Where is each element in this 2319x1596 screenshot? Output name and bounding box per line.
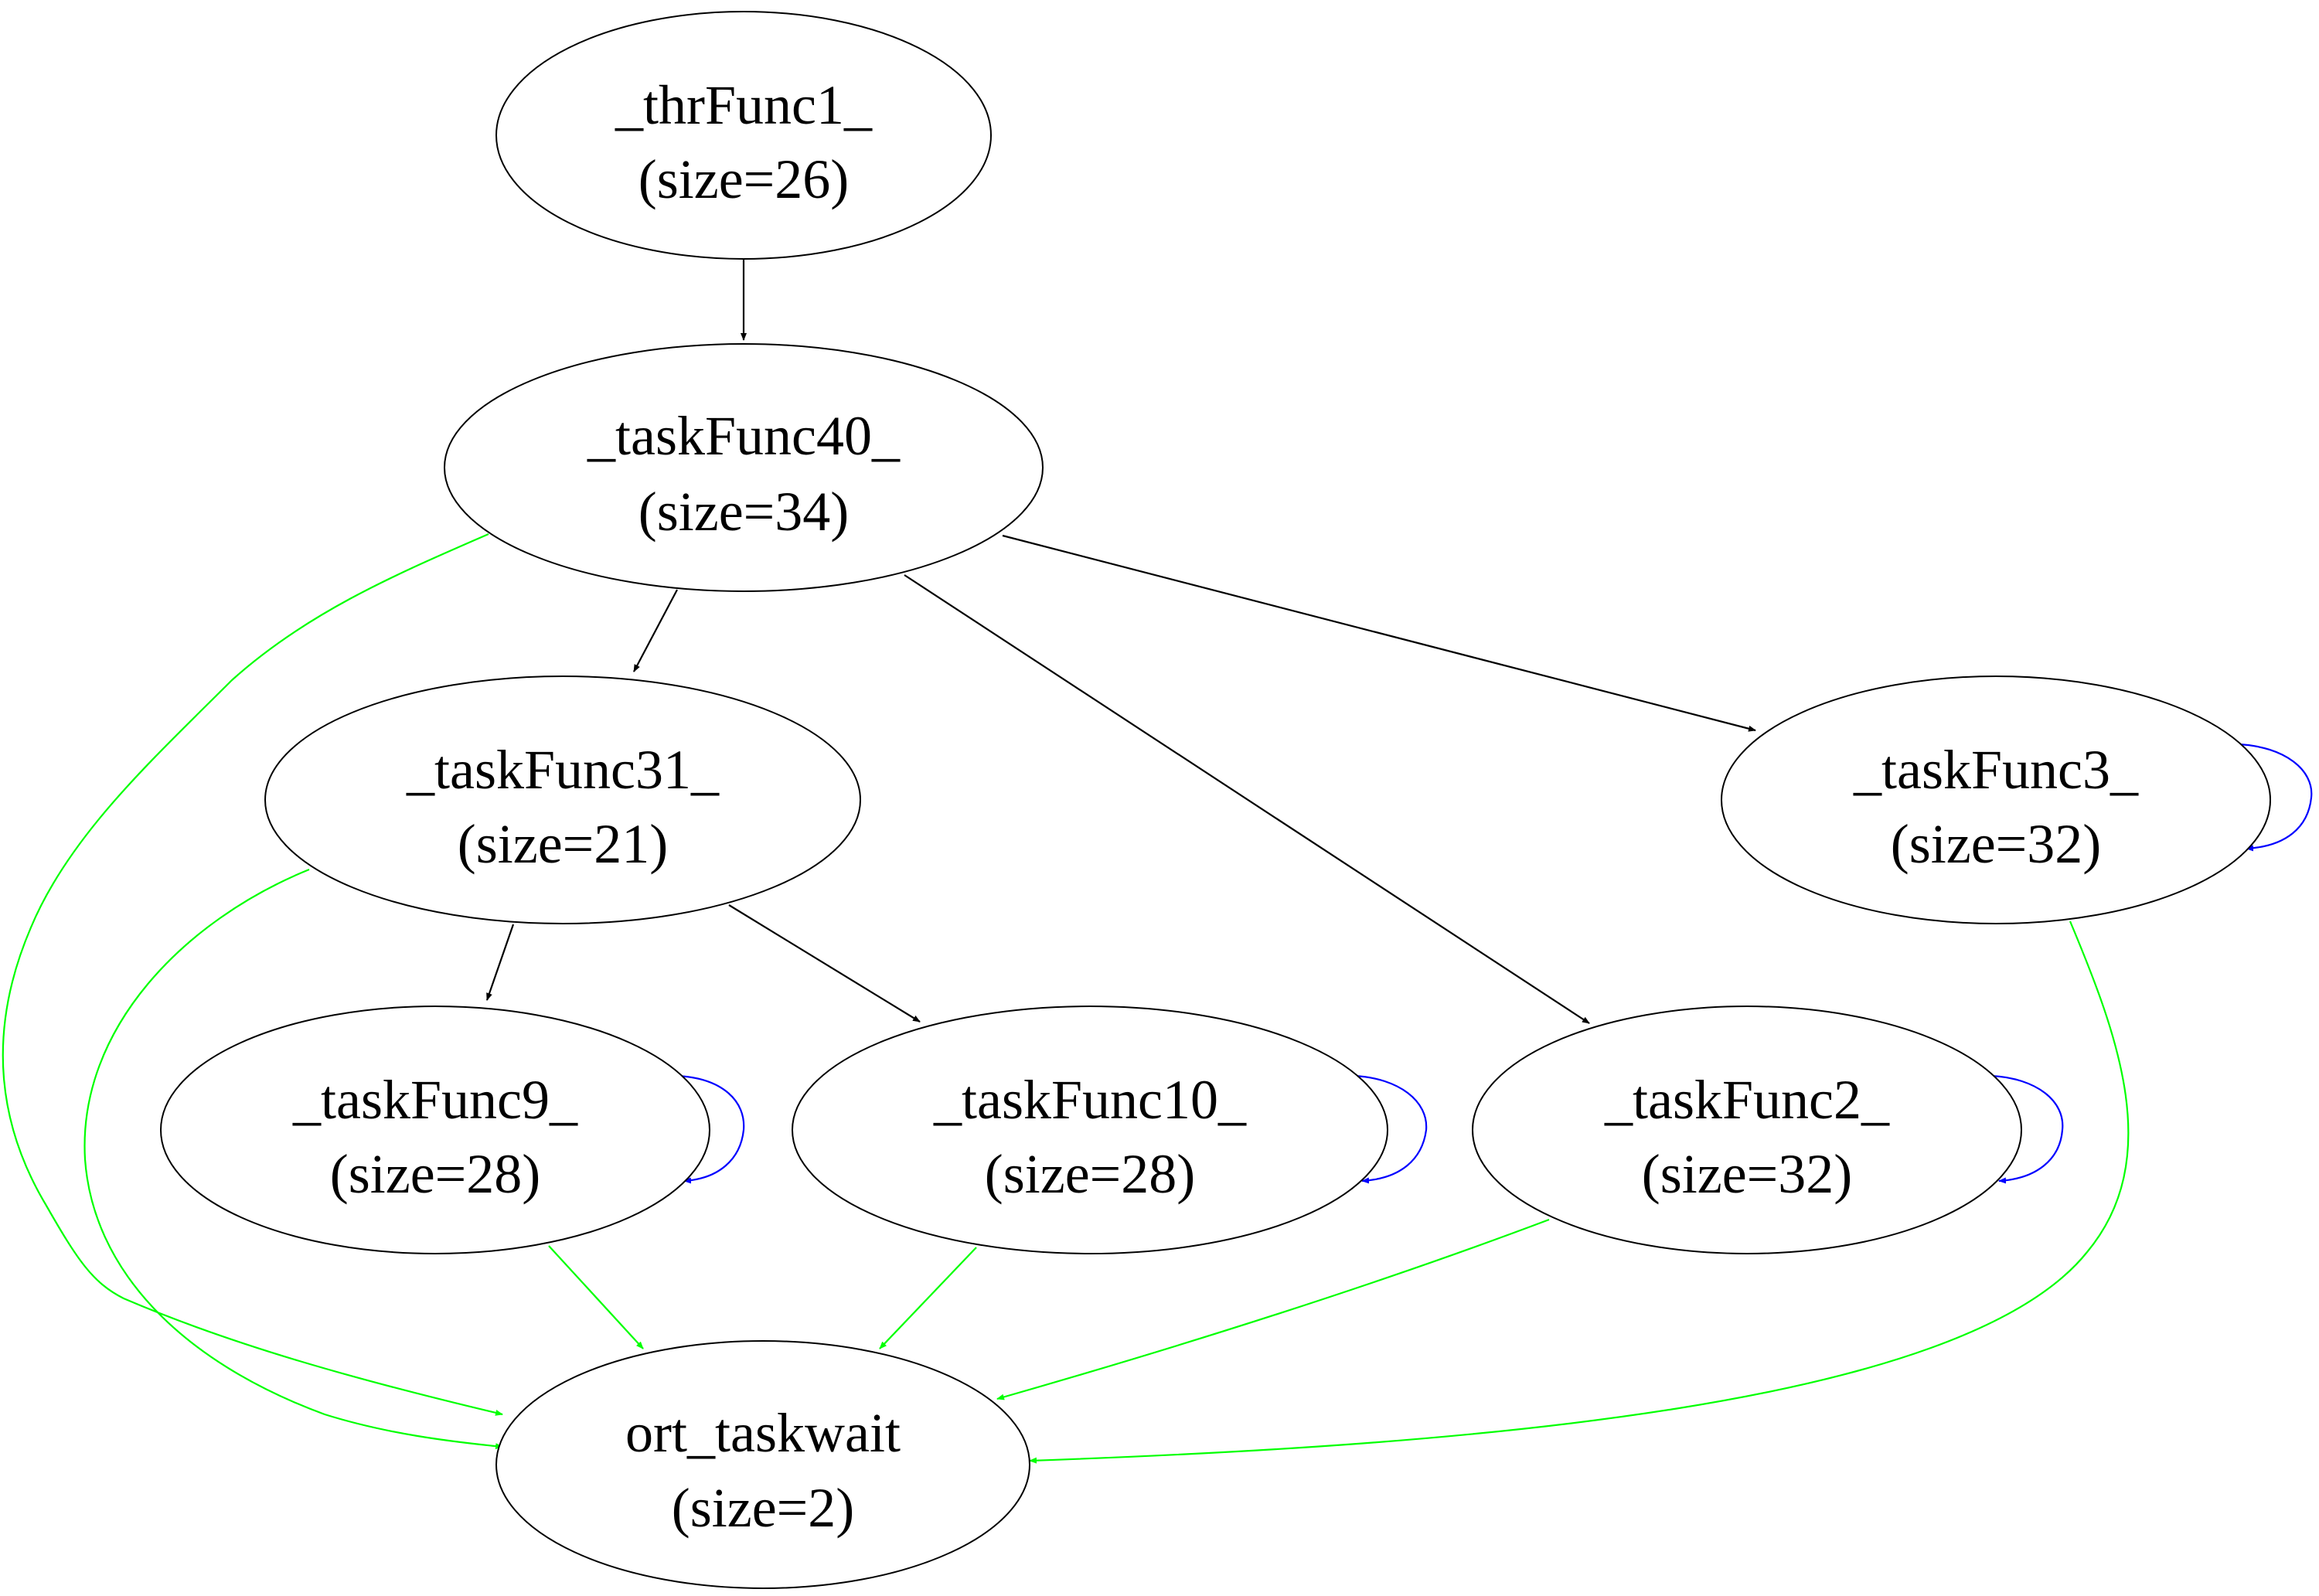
edge-taskFunc31-to-ort_taskwait (83, 868, 503, 1450)
node-thrFunc1: _thrFunc1_ (size=26) (495, 11, 992, 260)
node-size: (size=26) (638, 148, 850, 210)
edge-taskFunc31-to-taskFunc9 (485, 924, 515, 1001)
node-ort_taskwait: ort_taskwait (size=2) (495, 1340, 1030, 1589)
edge-taskFunc40-to-ort_taskwait (2, 533, 503, 1416)
node-shape (444, 343, 1044, 592)
node-name: _taskFunc2_ (1604, 1069, 1890, 1131)
node-shape (160, 1006, 710, 1254)
node-shape (1472, 1006, 2022, 1254)
node-taskFunc9: _taskFunc9_ (size=28) (160, 1006, 710, 1254)
node-taskFunc40: _taskFunc40_ (size=34) (444, 343, 1044, 592)
node-size: (size=32) (1642, 1143, 1853, 1205)
node-size: (size=34) (638, 481, 850, 543)
node-size: (size=21) (458, 813, 669, 875)
edge-taskFunc40-to-taskFunc31 (633, 589, 678, 672)
node-shape (495, 1340, 1030, 1589)
edge-taskFunc31-to-taskFunc10 (728, 904, 921, 1023)
node-size: (size=28) (985, 1143, 1196, 1205)
edge-taskFunc10-to-ort_taskwait (879, 1247, 977, 1349)
node-size: (size=2) (672, 1477, 855, 1539)
node-taskFunc31: _taskFunc31_ (size=21) (264, 675, 861, 924)
self-loop-taskFunc3 (2238, 743, 2313, 852)
node-name: _taskFunc3_ (1853, 739, 2139, 801)
node-shape (495, 11, 992, 260)
node-size: (size=32) (1891, 813, 2102, 875)
node-size: (size=28) (330, 1143, 541, 1205)
node-taskFunc2: _taskFunc2_ (size=32) (1472, 1006, 2022, 1254)
node-taskFunc3: _taskFunc3_ (size=32) (1721, 675, 2271, 924)
edge-taskFunc3-to-ort_taskwait (1029, 921, 2130, 1464)
node-name: _taskFunc9_ (292, 1069, 578, 1131)
node-shape (264, 675, 861, 924)
edges (2, 259, 2313, 1464)
self-loop-taskFunc2 (1990, 1074, 2064, 1184)
node-name: _taskFunc10_ (933, 1069, 1247, 1131)
edge-taskFunc9-to-ort_taskwait (548, 1245, 644, 1349)
node-name: _thrFunc1_ (615, 74, 873, 136)
node-name: _taskFunc31_ (406, 739, 720, 801)
node-name: _taskFunc40_ (587, 405, 901, 467)
node-shape (792, 1006, 1388, 1254)
edge-taskFunc40-to-taskFunc2 (904, 574, 1590, 1024)
node-name: ort_taskwait (625, 1402, 901, 1464)
node-taskFunc10: _taskFunc10_ (size=28) (792, 1006, 1388, 1254)
node-shape (1721, 675, 2271, 924)
self-loop-taskFunc9 (676, 1074, 745, 1184)
edge-taskFunc2-to-ort_taskwait (996, 1218, 1550, 1400)
self-loop-taskFunc10 (1354, 1074, 1428, 1184)
edge-taskFunc40-to-taskFunc3 (1002, 534, 1756, 732)
